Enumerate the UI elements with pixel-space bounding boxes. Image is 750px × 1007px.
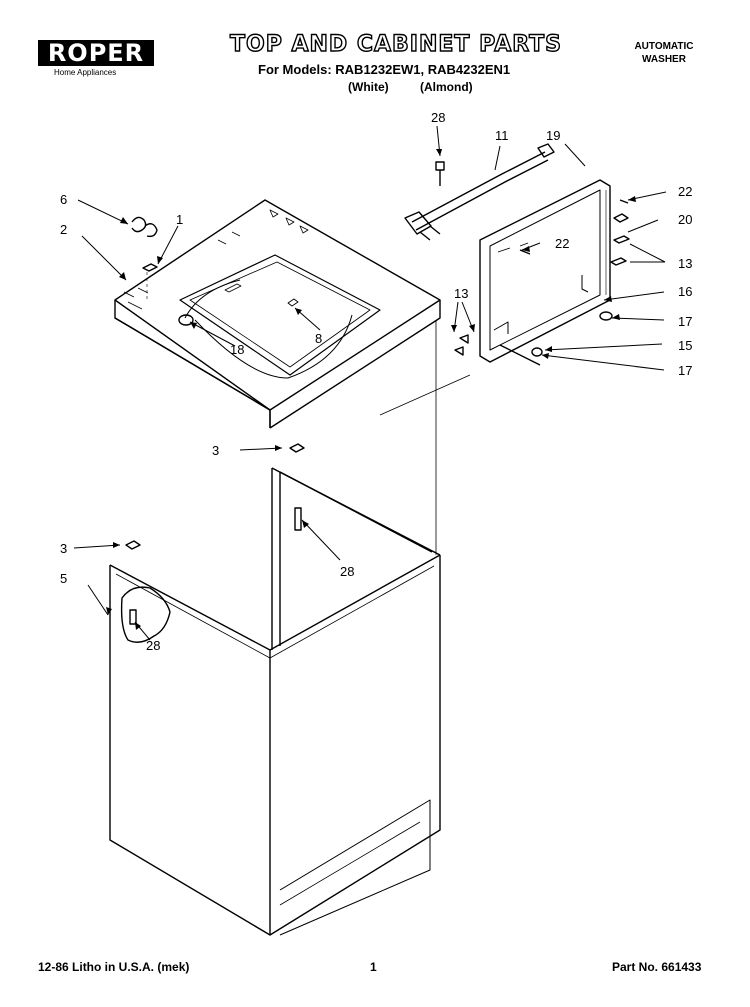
callout-3-upper: 3 xyxy=(212,443,219,458)
switch-screw xyxy=(435,161,445,186)
callout-5: 5 xyxy=(60,571,67,586)
callout-17-lower: 17 xyxy=(678,363,692,378)
hinge-clip xyxy=(131,216,158,238)
cabinet-clip xyxy=(289,443,305,453)
product-type-line1: AUTOMATIC xyxy=(634,41,694,52)
callout-22-right: 22 xyxy=(678,184,692,199)
cabinet-screw xyxy=(129,609,137,625)
callout-11: 11 xyxy=(495,128,509,143)
product-type: AUTOMATIC WASHER xyxy=(628,40,700,66)
console-screw-13b xyxy=(610,257,627,266)
color-white: (White) xyxy=(348,80,389,94)
print-info: 12-86 Litho in U.S.A. (mek) xyxy=(38,960,190,974)
callout-1: 1 xyxy=(176,212,183,227)
leader-lines xyxy=(73,125,667,641)
console-clip-22b xyxy=(519,249,531,255)
page-title: TOP AND CABINET PARTS xyxy=(229,31,563,57)
callout-28-top: 28 xyxy=(431,110,445,125)
hinge-bracket xyxy=(142,263,158,302)
console-clip-22 xyxy=(619,199,629,204)
console-part-20 xyxy=(613,213,629,223)
callout-18: 18 xyxy=(230,342,244,357)
wire-harness xyxy=(404,143,555,241)
callout-numbers: 6 2 1 28 11 19 22 22 20 13 16 17 15 17 1… xyxy=(60,110,692,653)
cabinet-cutaway xyxy=(120,586,171,643)
callout-17-upper: 17 xyxy=(678,314,692,329)
rear-screw xyxy=(294,507,302,531)
callout-13-left: 13 xyxy=(454,286,468,301)
callout-3-lower: 3 xyxy=(60,541,67,556)
assembly-line xyxy=(379,374,471,416)
callout-22-inner: 22 xyxy=(555,236,569,251)
color-almond: (Almond) xyxy=(420,80,473,94)
leader-arrowheads xyxy=(106,149,636,630)
roper-logo: ROPER Home Appliances xyxy=(38,38,154,77)
callout-28-cutaway: 28 xyxy=(146,638,160,653)
callout-13-right: 13 xyxy=(678,256,692,271)
part-number: Part No. 661433 xyxy=(612,960,702,974)
callout-20: 20 xyxy=(678,212,692,227)
callout-8: 8 xyxy=(315,331,322,346)
callout-6: 6 xyxy=(60,192,67,207)
console-rod-15 xyxy=(499,344,541,366)
cabinet-clip-left xyxy=(125,540,141,550)
console-frame xyxy=(479,179,611,363)
callout-19: 19 xyxy=(546,128,560,143)
callout-28-rear: 28 xyxy=(340,564,354,579)
callout-16: 16 xyxy=(678,284,692,299)
callout-2: 2 xyxy=(60,222,67,237)
page-number: 1 xyxy=(370,960,377,974)
console-end-cap-2 xyxy=(531,347,543,357)
product-type-line2: WASHER xyxy=(642,54,686,65)
console-screw-13 xyxy=(613,235,630,244)
console-end-cap xyxy=(599,311,613,321)
console-screws-front xyxy=(454,334,469,356)
callout-15: 15 xyxy=(678,338,692,353)
brand-subtitle: Home Appliances xyxy=(54,68,117,77)
models-line: For Models: RAB1232EW1, RAB4232EN1 xyxy=(258,62,511,77)
brand-name: ROPER xyxy=(38,40,154,66)
cabinet xyxy=(109,467,441,936)
washer-top-panel xyxy=(114,199,441,429)
